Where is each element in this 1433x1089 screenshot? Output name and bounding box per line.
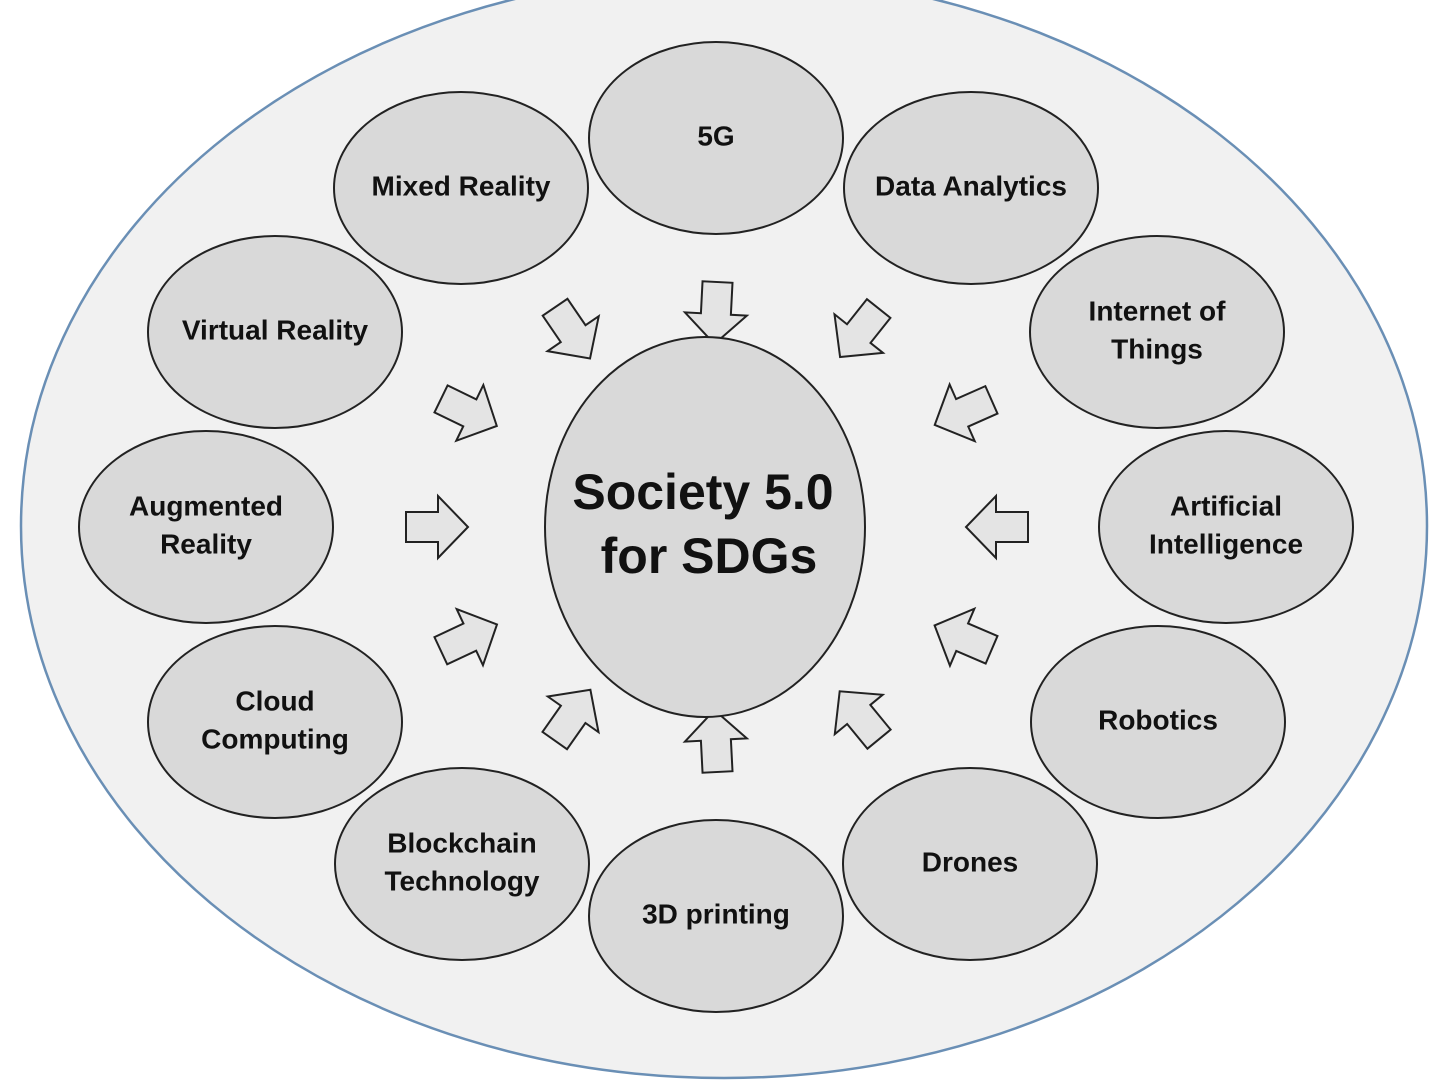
node-label: Things xyxy=(1111,333,1203,364)
ellipse-node xyxy=(333,91,589,285)
node-label: Artificial xyxy=(1170,490,1282,521)
node-label: Augmented xyxy=(129,490,283,521)
ellipse-node xyxy=(1098,430,1354,624)
node-label: Blockchain xyxy=(387,827,536,858)
technology-node: Drones xyxy=(842,767,1098,961)
node-label: Reality xyxy=(160,528,252,559)
node-label: Technology xyxy=(384,865,539,896)
center-title-line1: Society 5.0 xyxy=(572,464,833,520)
technology-node: Internet of Things xyxy=(1029,235,1285,429)
node-label: Intelligence xyxy=(1149,528,1303,559)
technology-node: Virtual Reality xyxy=(147,235,403,429)
node-label: Computing xyxy=(201,723,349,754)
ellipse-node xyxy=(588,41,844,235)
technology-node: Robotics xyxy=(1030,625,1286,819)
node-label: Cloud xyxy=(235,685,314,716)
technology-node: 5G xyxy=(588,41,844,235)
node-label: Mixed Reality xyxy=(372,170,551,201)
node-label: Internet of xyxy=(1089,295,1227,326)
ellipse-node xyxy=(588,819,844,1013)
technology-node: 3D printing xyxy=(588,819,844,1013)
node-label: 3D printing xyxy=(642,898,790,929)
ellipse-node xyxy=(147,625,403,819)
node-label: Robotics xyxy=(1098,704,1218,735)
node-label: Drones xyxy=(922,846,1018,877)
node-label: Data Analytics xyxy=(875,170,1067,201)
node-label: 5G xyxy=(697,120,734,151)
center-ellipse xyxy=(544,336,866,718)
ellipse-node xyxy=(334,767,590,961)
ellipse-node xyxy=(78,430,334,624)
ellipse-node xyxy=(1029,235,1285,429)
technology-node: Mixed Reality xyxy=(333,91,589,285)
technology-node: Data Analytics xyxy=(843,91,1099,285)
ellipse-node xyxy=(843,91,1099,285)
ellipse-node xyxy=(842,767,1098,961)
node-label: Virtual Reality xyxy=(182,314,369,345)
ellipse-node xyxy=(1030,625,1286,819)
ellipse-node xyxy=(147,235,403,429)
center-title-line2: for SDGs xyxy=(601,528,818,584)
